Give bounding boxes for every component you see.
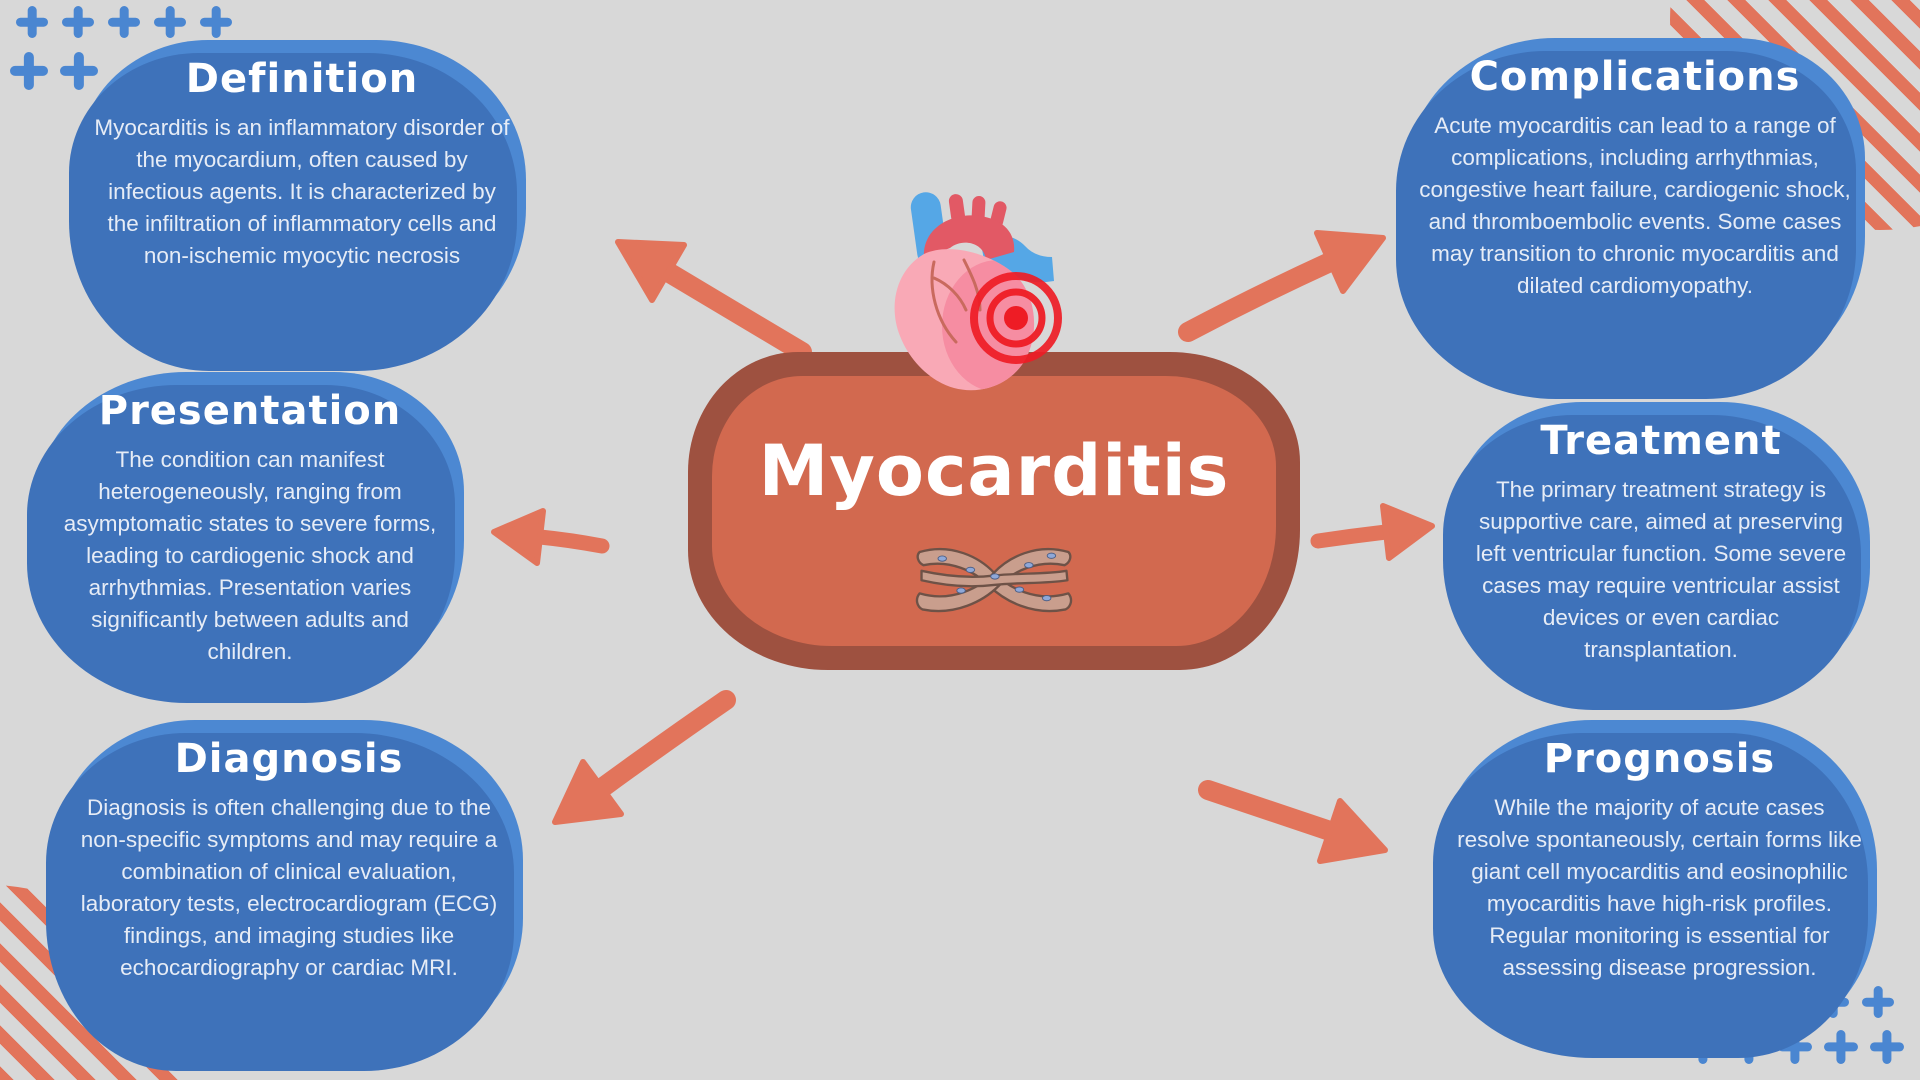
section-title: Presentation <box>98 388 402 434</box>
arrow-to-treatment-icon <box>1310 503 1435 561</box>
plus-icon <box>10 52 48 90</box>
section-body: Diagnosis is often challenging due to th… <box>80 795 498 980</box>
plus-icon <box>200 6 232 38</box>
section-prognosis: Prognosis While the majority of acute ca… <box>1442 720 1877 1045</box>
section-title: Treatment <box>1540 418 1782 464</box>
arrow-to-presentation-icon <box>491 508 610 566</box>
section-body: While the majority of acute cases resolv… <box>1457 795 1862 980</box>
section-presentation: Presentation The condition can manifest … <box>36 372 464 690</box>
cardiac-muscle-icon <box>915 547 1073 613</box>
plus-icon <box>1824 1030 1858 1064</box>
plus-icon <box>16 6 48 38</box>
section-definition: Definition Myocarditis is an inflammator… <box>78 40 526 358</box>
section-title: Definition <box>185 56 419 102</box>
section-body: The primary treatment strategy is suppor… <box>1475 477 1847 662</box>
arrow-to-diagnosis-icon <box>552 690 736 825</box>
central-panel: Myocarditis <box>688 352 1300 670</box>
section-complications: Complications Acute myocarditis can lead… <box>1405 38 1865 386</box>
plus-icon <box>1870 1030 1904 1064</box>
plus-icon <box>154 6 186 38</box>
arrow-to-complications-icon <box>1178 230 1386 342</box>
plus-pattern-top-left-row1 <box>16 6 232 38</box>
section-treatment: Treatment The primary treatment strategy… <box>1452 402 1870 697</box>
section-diagnosis: Diagnosis Diagnosis is often challenging… <box>55 720 523 1058</box>
plus-icon <box>62 6 94 38</box>
section-title: Diagnosis <box>174 736 404 782</box>
plus-icon <box>1862 986 1894 1018</box>
section-body: The condition can manifest heterogeneous… <box>63 447 437 664</box>
section-body: Acute myocarditis can lead to a range of… <box>1419 113 1851 298</box>
plus-icon <box>108 6 140 38</box>
central-panel-inner: Myocarditis <box>712 376 1276 646</box>
section-body: Myocarditis is an inflammatory disorder … <box>94 115 510 268</box>
pain-target-icon <box>970 272 1062 364</box>
section-title: Prognosis <box>1543 736 1776 782</box>
section-title: Complications <box>1469 54 1801 100</box>
heart-icon <box>894 192 1062 391</box>
arrow-to-prognosis-icon <box>1198 780 1388 864</box>
main-title: Myocarditis <box>758 430 1230 512</box>
arrow-to-definition-icon <box>615 239 812 362</box>
